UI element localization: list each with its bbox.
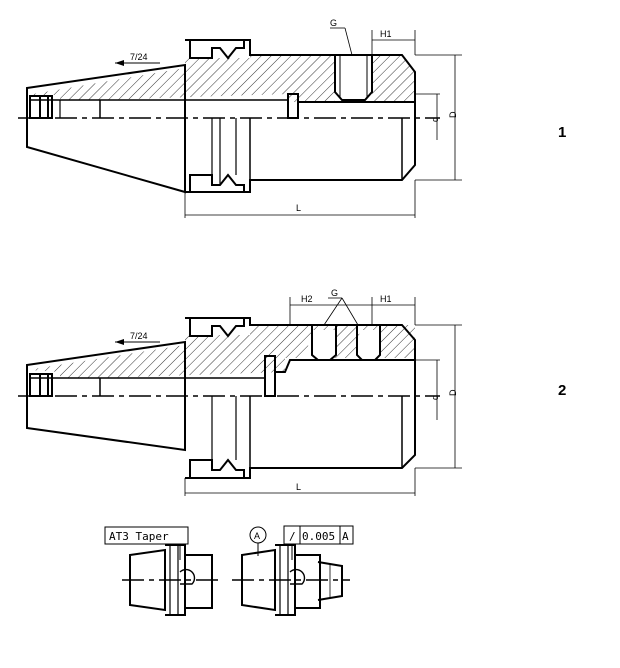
h1-label-2: H1 bbox=[380, 294, 392, 304]
flange-groove-1 bbox=[189, 40, 245, 60]
taper-note: AT3 Taper bbox=[109, 530, 169, 543]
length-label-2: L bbox=[296, 482, 301, 492]
runout-value: 0.005 bbox=[302, 530, 335, 543]
h1-label-1: H1 bbox=[380, 29, 392, 39]
length-label-1: L bbox=[296, 203, 301, 213]
set-screw-hole-1 bbox=[334, 55, 373, 101]
set-screw-hole-2a bbox=[311, 325, 337, 361]
variant-number-2: 2 bbox=[558, 382, 566, 399]
taper-callout: AT3 Taper bbox=[104, 526, 220, 616]
datum-label: A bbox=[254, 531, 260, 541]
variant-number-1: 1 bbox=[558, 124, 566, 141]
bore-label-2: d bbox=[430, 395, 440, 400]
diameter-label-2: D bbox=[448, 389, 458, 396]
taper-angle-label-2: 7/24 bbox=[130, 331, 148, 341]
holder-view-2: 7/24 G H2 H1 d D L bbox=[18, 288, 462, 496]
set-screw-hole-2b bbox=[356, 325, 381, 361]
runout-datum: A bbox=[342, 530, 349, 543]
thread-label-2: G bbox=[331, 288, 338, 298]
h2-label-2: H2 bbox=[301, 294, 313, 304]
bore-label-1: d bbox=[430, 117, 440, 122]
taper-outline-2 bbox=[26, 340, 186, 452]
diameter-label-1: D bbox=[448, 111, 458, 118]
taper-angle-label-1: 7/24 bbox=[130, 52, 148, 62]
runout-callout: A / 0.005 A bbox=[232, 525, 354, 616]
thread-label-1: G bbox=[330, 18, 337, 28]
flange-groove-2 bbox=[189, 318, 245, 338]
holder-view-1: 7/24 G H1 d D L bbox=[18, 18, 462, 218]
runout-symbol: / bbox=[289, 530, 296, 543]
